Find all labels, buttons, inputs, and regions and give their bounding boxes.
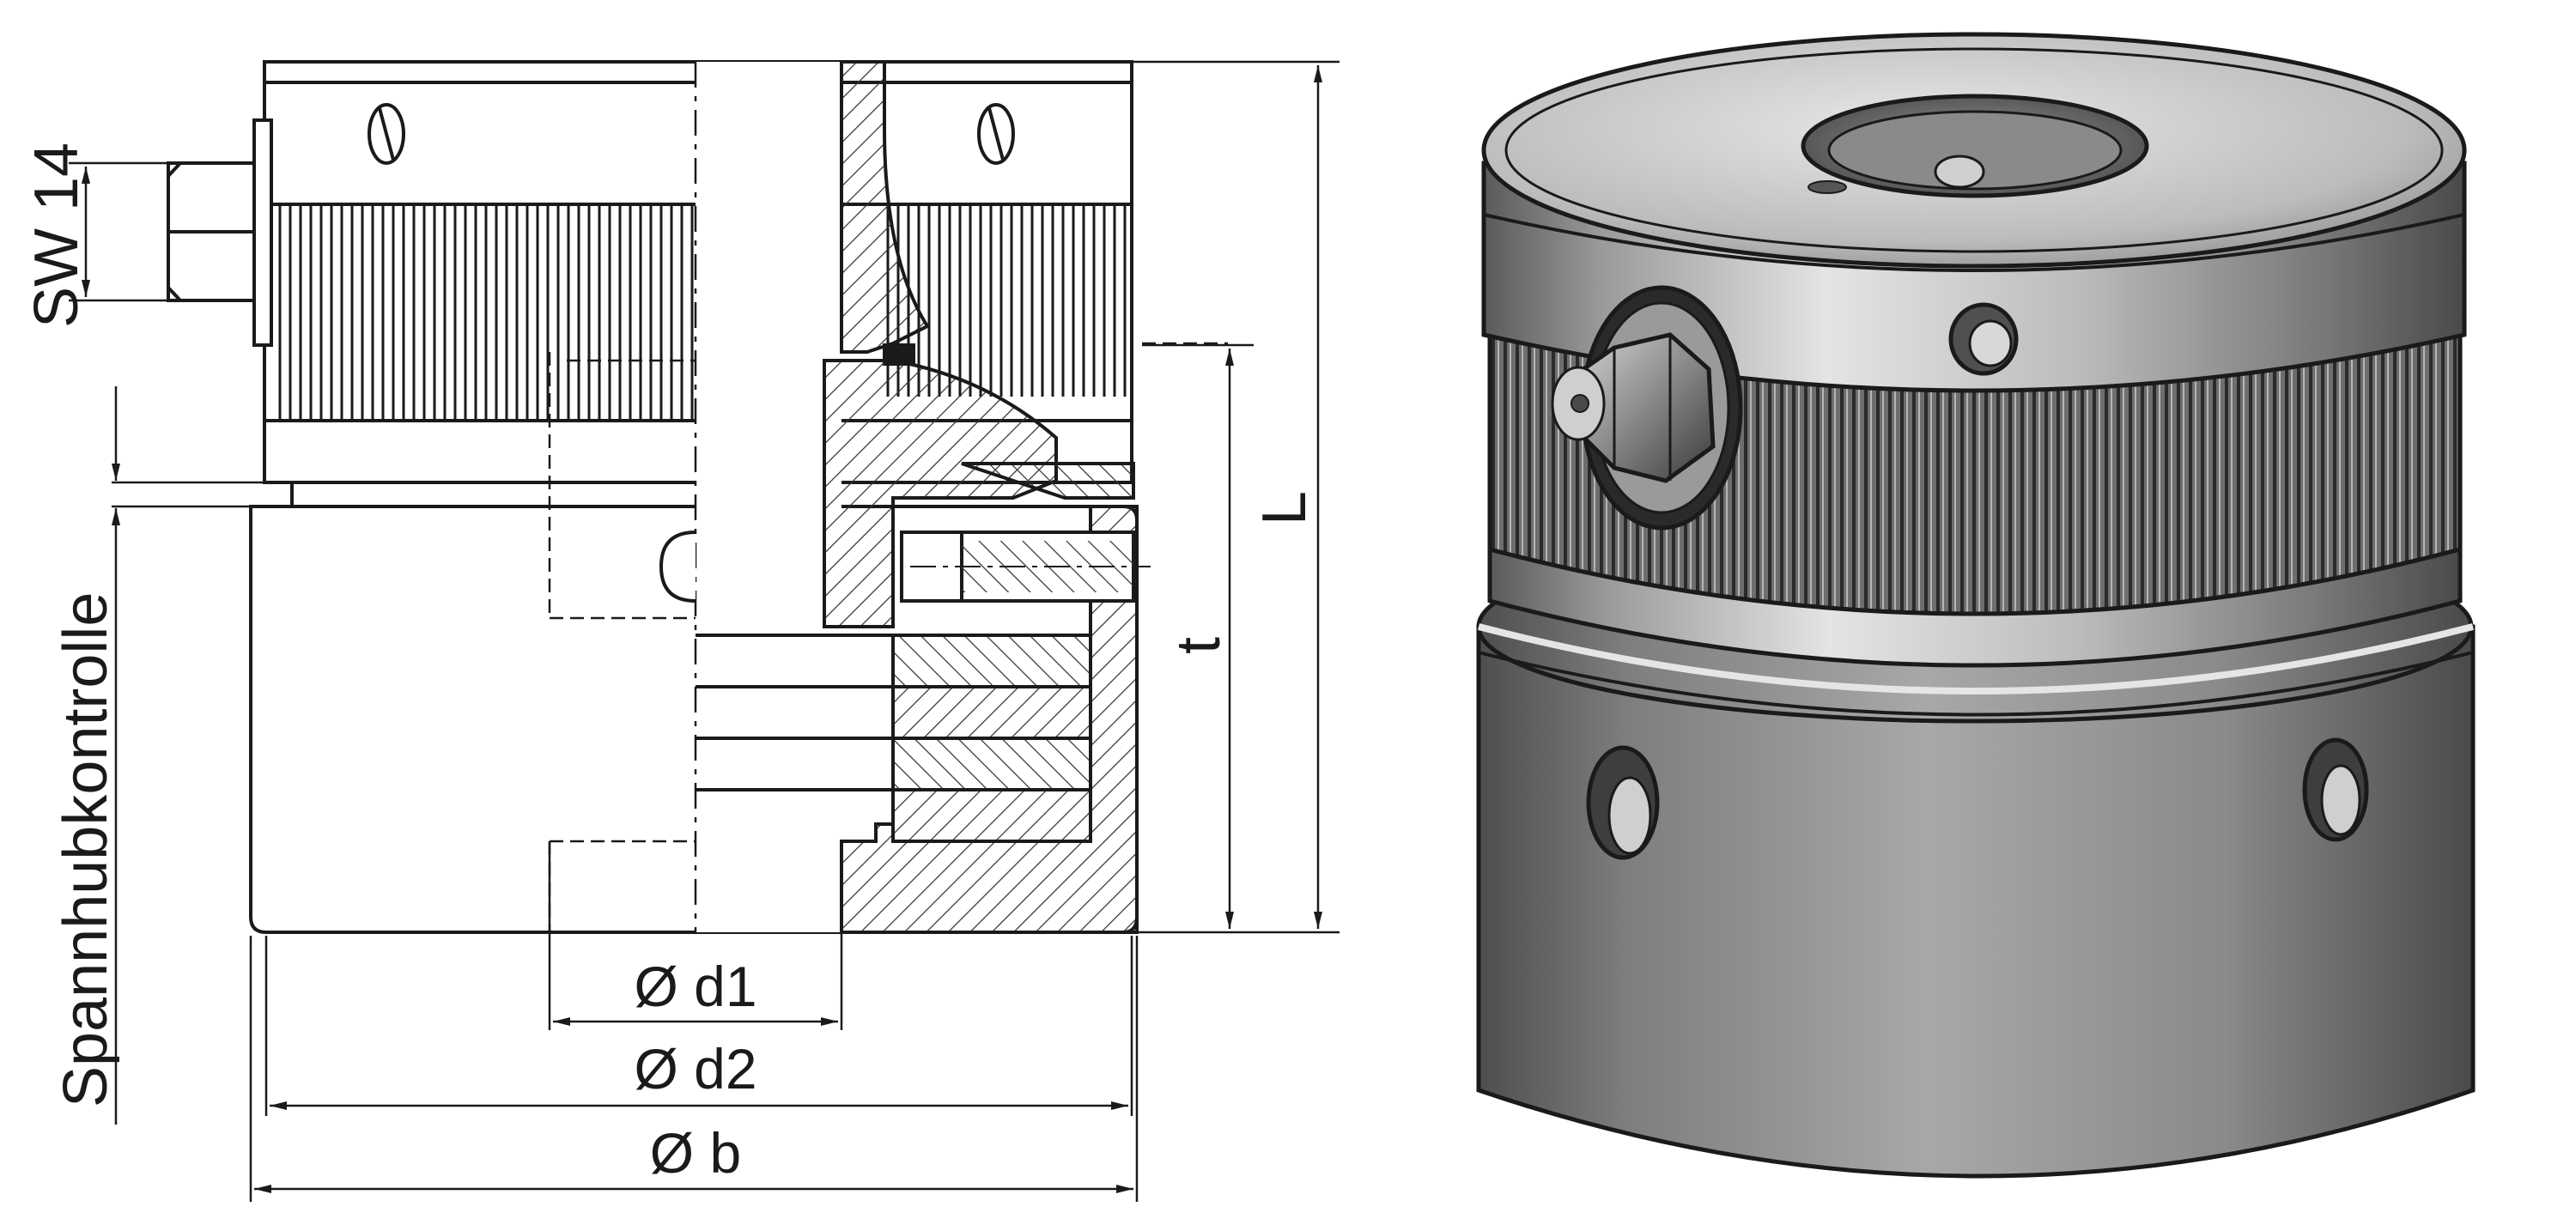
hex-screw — [167, 118, 273, 347]
label-b: Ø b — [650, 1121, 741, 1185]
label-sw14: SW 14 — [22, 143, 91, 328]
piston-sleeve-hatch — [840, 60, 930, 354]
knurl-band-left — [276, 206, 697, 421]
label-d2: Ø d2 — [634, 1037, 756, 1101]
isometric-render — [1476, 32, 2476, 1179]
piston-wedge-hatch — [823, 359, 1058, 628]
label-d1: Ø d1 — [634, 955, 756, 1018]
section-view — [167, 60, 1228, 934]
dimension-lines — [69, 60, 1340, 1202]
radial-pin — [900, 531, 1151, 603]
disc-spring-stack — [891, 634, 1092, 843]
lower-cylinder — [1476, 624, 2476, 1179]
label-stroke-control: Spannhubkontrolle — [52, 592, 120, 1107]
dimension-labels: SW 14 Spannhubkontrolle L t Ø d1 Ø d2 Ø … — [22, 143, 1319, 1185]
label-t: t — [1164, 637, 1233, 654]
label-L: L — [1250, 491, 1319, 525]
hex-screw-3d — [1551, 285, 1743, 531]
lower-holes — [1586, 737, 2369, 860]
locking-ball — [659, 531, 696, 603]
knurl-band-right — [884, 206, 1130, 397]
